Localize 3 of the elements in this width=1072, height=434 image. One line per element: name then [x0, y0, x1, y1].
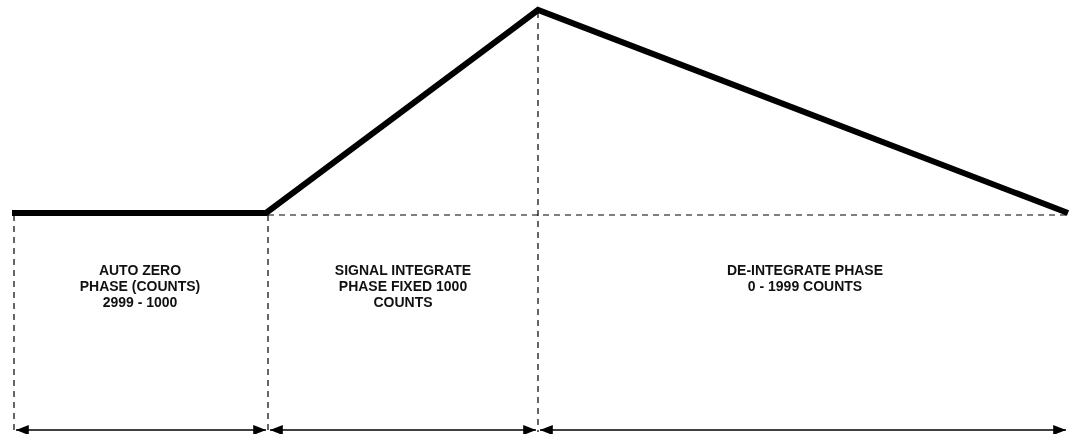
- phase-label: AUTO ZERO PHASE (COUNTS) 2999 - 1000: [78, 262, 202, 310]
- phase-label: SIGNAL INTEGRATE PHASE FIXED 1000 COUNTS: [333, 262, 473, 310]
- phase-label: DE-INTEGRATE PHASE 0 - 1999 COUNTS: [725, 262, 885, 294]
